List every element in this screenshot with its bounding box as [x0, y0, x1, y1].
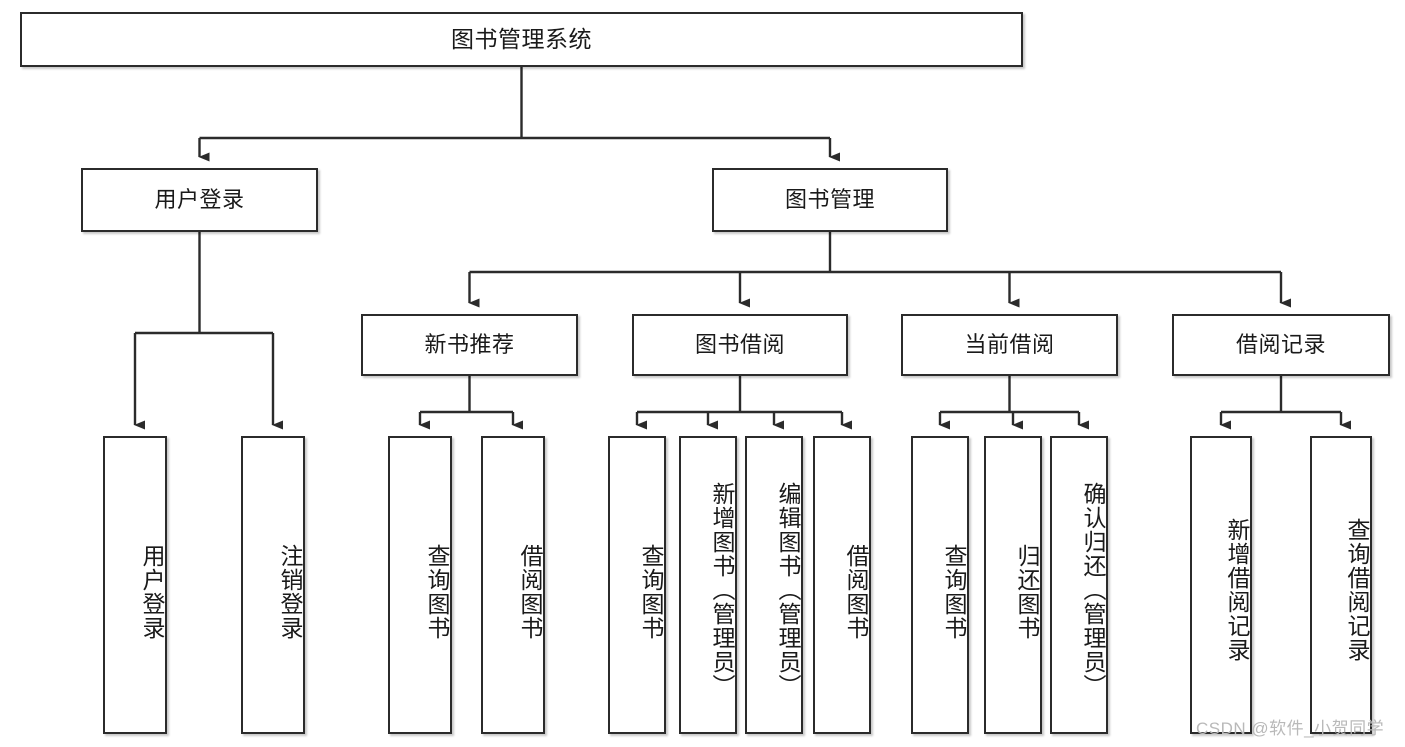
- node-label: 当前借阅: [964, 331, 1055, 357]
- node-label: 查询图书: [941, 544, 967, 640]
- node-leaf-edit-book[interactable]: 编辑图书（管理员）: [745, 436, 803, 734]
- node-label: 新书推荐: [424, 331, 515, 357]
- node-book-borrow[interactable]: 图书借阅: [632, 314, 848, 376]
- node-label: 用户登录: [139, 544, 165, 640]
- node-label: 图书管理: [784, 186, 875, 212]
- node-user-login[interactable]: 用户登录: [81, 168, 318, 232]
- node-book-manage[interactable]: 图书管理: [712, 168, 948, 232]
- node-label: 图书管理系统: [451, 25, 592, 52]
- node-leaf-query-record[interactable]: 查询借阅记录: [1310, 436, 1372, 734]
- node-label: 查询图书: [638, 544, 664, 640]
- node-leaf-add-book[interactable]: 新增图书（管理员）: [679, 436, 737, 734]
- node-leaf-add-record[interactable]: 新增借阅记录: [1190, 436, 1252, 734]
- node-root[interactable]: 图书管理系统: [20, 12, 1023, 67]
- node-label: 查询借阅记录: [1344, 518, 1370, 662]
- node-label: 图书借阅: [694, 331, 785, 357]
- node-leaf-query-book-1[interactable]: 查询图书: [388, 436, 452, 734]
- node-label: 用户登录: [154, 186, 245, 212]
- node-leaf-borrow-book-1[interactable]: 借阅图书: [481, 436, 545, 734]
- node-label: 归还图书: [1014, 544, 1040, 640]
- node-label: 新增图书（管理员）: [709, 482, 735, 698]
- node-leaf-borrow-book-2[interactable]: 借阅图书: [813, 436, 871, 734]
- node-leaf-confirm-return[interactable]: 确认归还（管理员）: [1050, 436, 1108, 734]
- node-current-borrow[interactable]: 当前借阅: [901, 314, 1118, 376]
- node-label: 借阅记录: [1235, 331, 1326, 357]
- node-new-book-rec[interactable]: 新书推荐: [361, 314, 578, 376]
- node-borrow-record[interactable]: 借阅记录: [1172, 314, 1390, 376]
- node-label: 确认归还（管理员）: [1080, 482, 1106, 698]
- node-leaf-query-book-2[interactable]: 查询图书: [608, 436, 666, 734]
- node-label: 编辑图书（管理员）: [775, 482, 801, 698]
- node-leaf-return-book[interactable]: 归还图书: [984, 436, 1042, 734]
- node-leaf-query-book-3[interactable]: 查询图书: [911, 436, 969, 734]
- node-label: 借阅图书: [843, 544, 869, 640]
- node-label: 查询图书: [424, 544, 450, 640]
- csdn-watermark: CSDN @软件_小贺同学: [1196, 719, 1385, 738]
- node-label: 注销登录: [277, 544, 303, 640]
- node-label: 新增借阅记录: [1224, 518, 1250, 662]
- node-leaf-user-logout[interactable]: 注销登录: [241, 436, 305, 734]
- node-leaf-user-login[interactable]: 用户登录: [103, 436, 167, 734]
- node-label: 借阅图书: [517, 544, 543, 640]
